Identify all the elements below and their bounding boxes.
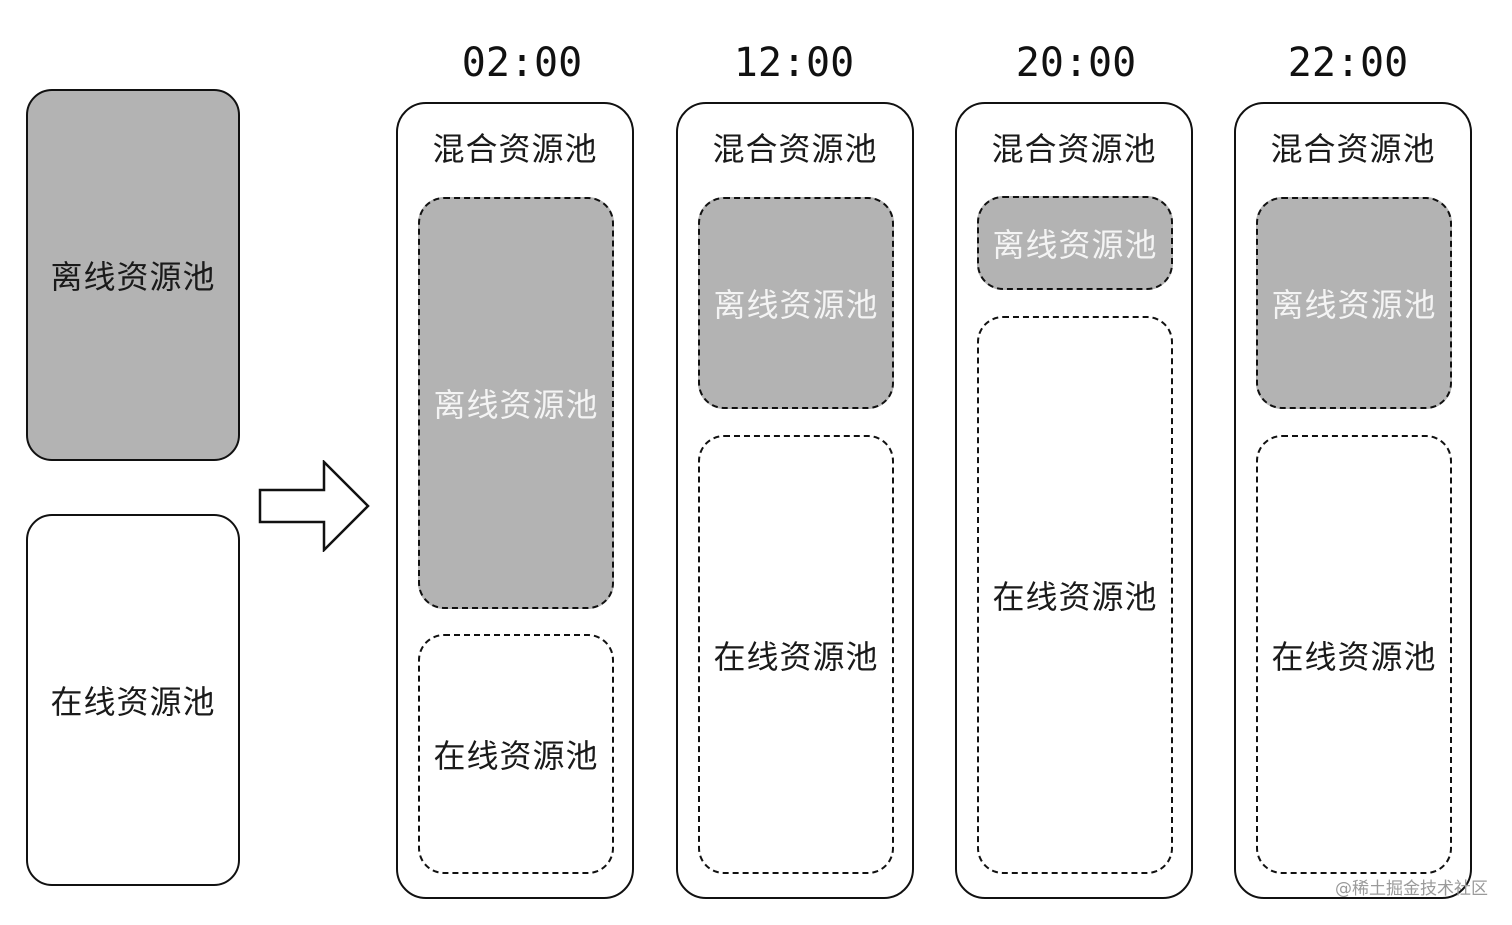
mixed-pool-title: 混合资源池 [432,130,598,168]
time-label: 02:00 [461,40,583,86]
offline-pool-label: 离线资源池 [433,386,599,424]
mixed-pool: 混合资源池 离线资源池 在线资源池 [676,102,914,899]
mixed-pool-title: 混合资源池 [712,130,878,168]
offline-pool-label: 离线资源池 [1271,286,1437,324]
offline-pool-label: 离线资源池 [713,286,879,324]
mixed-pool-title: 混合资源池 [1270,130,1436,168]
online-pool-label: 在线资源池 [1271,637,1437,676]
online-pool-label: 在线资源池 [433,737,599,775]
time-label: 20:00 [1015,40,1137,86]
offline-pool: 离线资源池 [977,196,1173,290]
source-online-pool-label: 在线资源池 [50,683,216,721]
right-arrow-icon [258,460,370,552]
offline-pool: 离线资源池 [1256,197,1452,409]
time-label: 22:00 [1287,40,1409,86]
mixed-pool-title: 混合资源池 [991,130,1157,168]
source-offline-pool-label: 离线资源池 [50,258,216,296]
mixed-pool: 混合资源池 离线资源池 在线资源池 [396,102,634,899]
online-pool-label: 在线资源池 [713,637,879,676]
offline-pool: 离线资源池 [698,197,894,409]
online-pool: 在线资源池 [977,316,1173,874]
online-pool: 在线资源池 [698,435,894,874]
mixed-pool: 混合资源池 离线资源池 在线资源池 [955,102,1193,899]
source-offline-pool: 离线资源池 [26,89,240,461]
online-pool: 在线资源池 [418,634,614,874]
online-pool-label: 在线资源池 [992,578,1158,616]
watermark: @稀土掘金技术社区 [1335,879,1488,899]
online-pool: 在线资源池 [1256,435,1452,874]
mixed-pool: 混合资源池 离线资源池 在线资源池 [1234,102,1472,899]
source-online-pool: 在线资源池 [26,514,240,886]
offline-pool-label: 离线资源池 [992,226,1158,264]
time-label: 12:00 [733,40,855,86]
offline-pool: 离线资源池 [418,197,614,609]
